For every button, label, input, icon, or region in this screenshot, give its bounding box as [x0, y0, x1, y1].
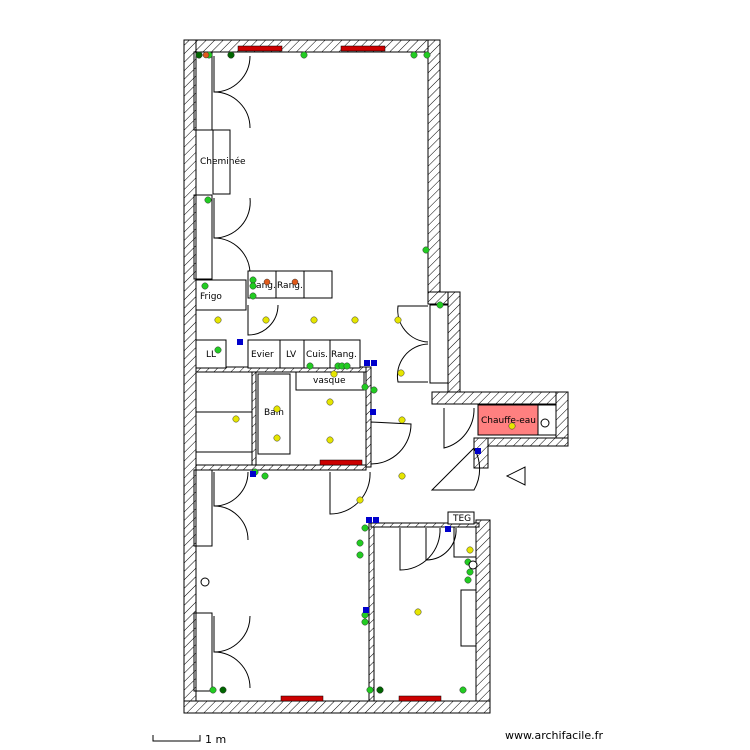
- fireplace: [212, 129, 231, 195]
- light-point: [273, 434, 281, 442]
- light-point: [466, 546, 474, 554]
- entrance-arrow-icon: [505, 466, 526, 486]
- windows: [237, 45, 442, 702]
- light-point: [262, 316, 270, 324]
- switch-point: [371, 360, 377, 366]
- doors: [193, 51, 481, 692]
- scale-label: 1 m: [205, 733, 227, 746]
- light-point: [356, 496, 364, 504]
- orange-point: [263, 278, 271, 286]
- outlet-point: [459, 686, 467, 694]
- light-point: [414, 608, 422, 616]
- label-cheminee: Cheminée: [200, 156, 246, 167]
- label-chauffe-eau: Chauffe-eau: [481, 416, 536, 426]
- label-vasque: vasque: [313, 376, 346, 386]
- kitchen-furniture: [195, 270, 557, 525]
- light-point: [397, 369, 405, 377]
- outlet-point: [249, 292, 257, 300]
- outlet-point: [370, 386, 378, 394]
- outlet-point: [423, 51, 431, 59]
- outlet-point: [261, 472, 269, 480]
- switch-point: [237, 339, 243, 345]
- site-url: www.archifacile.fr: [505, 729, 604, 742]
- outlet-point: [361, 383, 369, 391]
- outlet-point: [204, 196, 212, 204]
- outlet-point: [356, 539, 364, 547]
- switch-point: [370, 409, 376, 415]
- dark-point: [195, 51, 203, 59]
- light-point: [398, 472, 406, 480]
- round-fixture: [468, 560, 478, 570]
- light-point: [214, 316, 222, 324]
- light-point: [394, 316, 402, 324]
- light-point: [232, 415, 240, 423]
- outlet-point: [464, 576, 472, 584]
- outlet-point: [356, 551, 364, 559]
- label-cuis: Cuis.: [306, 350, 328, 360]
- switch-point: [250, 471, 256, 477]
- switch-point: [445, 526, 451, 532]
- outlet-point: [466, 568, 474, 576]
- switch-point: [363, 607, 369, 613]
- label-bain: Bain: [264, 408, 284, 418]
- light-point: [326, 436, 334, 444]
- switch-point: [373, 517, 379, 523]
- label-teg: TEG: [452, 514, 471, 524]
- dark-point: [219, 686, 227, 694]
- scale-bar: [152, 735, 201, 742]
- outlet-point: [249, 282, 257, 290]
- light-point: [330, 370, 338, 378]
- outlet-point: [214, 346, 222, 354]
- outlet-point: [300, 51, 308, 59]
- label-rang-3: Rang.: [331, 350, 357, 360]
- outlet-point: [249, 276, 257, 284]
- light-point: [326, 398, 334, 406]
- light-point: [398, 416, 406, 424]
- outlet-point: [436, 301, 444, 309]
- switch-point: [475, 448, 481, 454]
- label-frigo: Frigo: [200, 292, 222, 302]
- outlet-point: [343, 362, 351, 370]
- electrical-points: [195, 51, 550, 694]
- outlet-point: [201, 282, 209, 290]
- light-point: [273, 405, 281, 413]
- dark-point: [227, 51, 235, 59]
- outlet-point: [422, 246, 430, 254]
- light-point: [310, 316, 318, 324]
- label-lv: LV: [286, 350, 297, 360]
- switch-point: [364, 360, 370, 366]
- light-point: [351, 316, 359, 324]
- outlet-point: [209, 686, 217, 694]
- switch-point: [366, 517, 372, 523]
- label-evier: Evier: [251, 350, 274, 360]
- label-ll: LL: [206, 350, 216, 360]
- outlet-point: [361, 618, 369, 626]
- orange-point: [202, 51, 210, 59]
- outlet-point: [306, 362, 314, 370]
- outlet-point: [410, 51, 418, 59]
- round-fixture: [540, 418, 550, 428]
- dark-point: [376, 686, 384, 694]
- label-rang-2: Rang.: [277, 281, 303, 291]
- outlet-point: [361, 524, 369, 532]
- round-fixture: [200, 577, 210, 587]
- light-point: [508, 422, 516, 430]
- orange-point: [291, 278, 299, 286]
- label-rang-1: Rang.: [250, 281, 276, 291]
- outlet-point: [366, 686, 374, 694]
